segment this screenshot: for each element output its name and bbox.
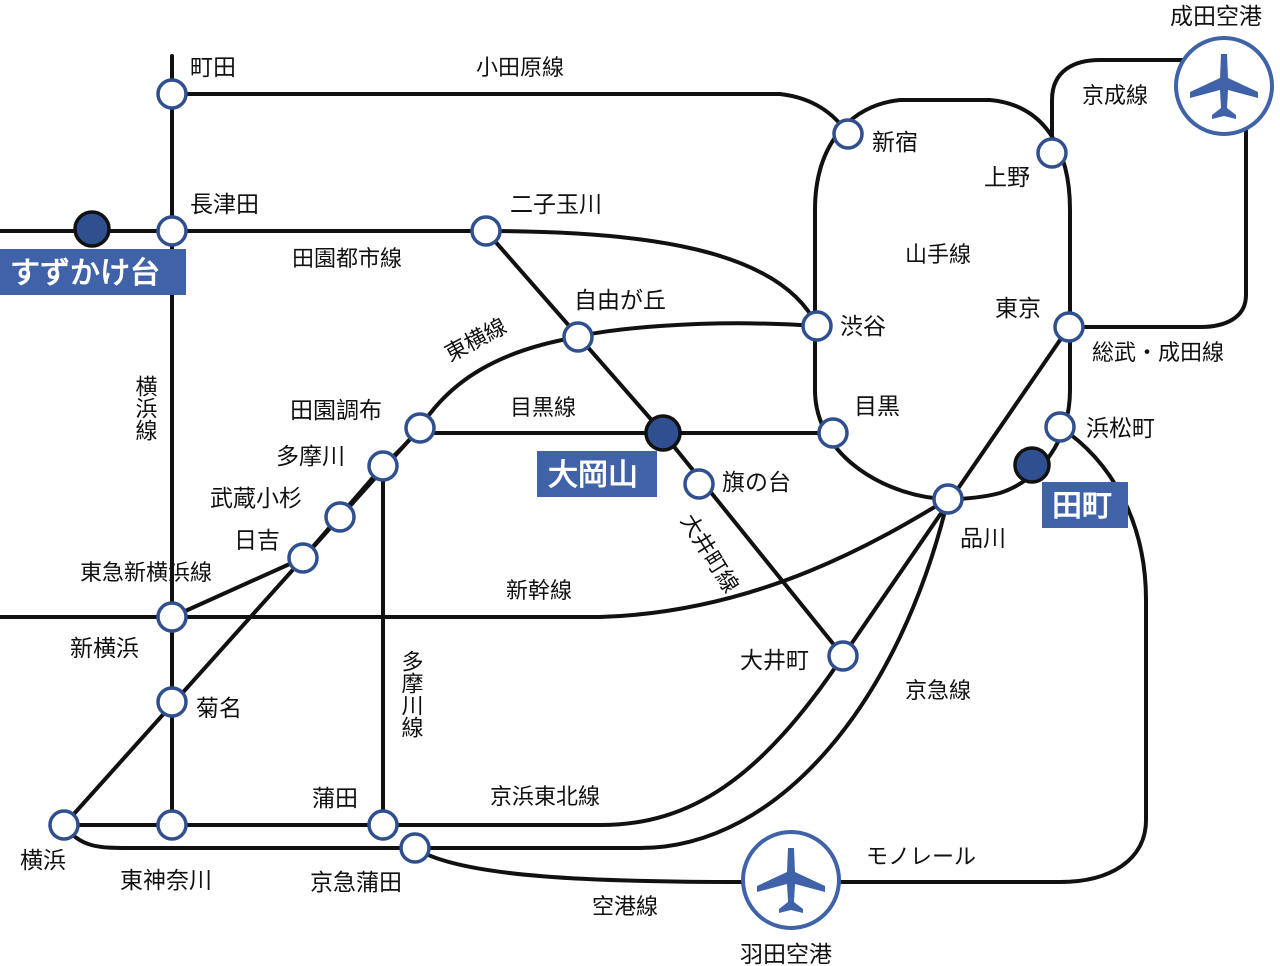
label-sobu: 総武・成田線 bbox=[1092, 341, 1224, 366]
station-kikuna[interactable] bbox=[156, 686, 188, 718]
label-meguro: 目黒 bbox=[854, 394, 900, 420]
label-shinyokohama: 新横浜 bbox=[70, 636, 139, 662]
label-shinjuku: 新宿 bbox=[872, 130, 918, 156]
station-shinagawa[interactable] bbox=[932, 483, 964, 515]
shinkansen-line bbox=[0, 497, 950, 619]
highlight-ookayama[interactable]: 大岡山 bbox=[537, 451, 657, 497]
station-shinjuku[interactable] bbox=[832, 118, 864, 150]
station-hamamatsucho[interactable] bbox=[1044, 411, 1076, 443]
label-odakyu: 小田原線 bbox=[476, 56, 564, 81]
label-haneda: 羽田空港 bbox=[740, 942, 832, 966]
label-tokyo: 東京 bbox=[995, 296, 1041, 322]
label-shinkansen: 新幹線 bbox=[506, 579, 572, 604]
station-yokohama[interactable] bbox=[48, 809, 80, 841]
station-shibuya[interactable] bbox=[801, 310, 833, 342]
station-higashikanagawa[interactable] bbox=[156, 809, 188, 841]
yokohama-to-kamata bbox=[62, 823, 417, 850]
label-ueno: 上野 bbox=[984, 165, 1030, 191]
station-futakotamagawa[interactable] bbox=[470, 215, 502, 247]
label-keihintohoku: 京浜東北線 bbox=[490, 785, 600, 810]
station-nagatsuta[interactable] bbox=[156, 215, 188, 247]
label-futakotamagawa: 二子玉川 bbox=[510, 192, 602, 218]
highlight-bg bbox=[537, 451, 657, 497]
label-narita: 成田空港 bbox=[1170, 4, 1262, 30]
station-tamagawa[interactable] bbox=[367, 450, 399, 482]
label-keikyu: 京急線 bbox=[905, 679, 971, 704]
label-shibuya: 渋谷 bbox=[840, 314, 886, 340]
label-denenchofu: 田園調布 bbox=[290, 398, 382, 424]
airplane-icon bbox=[757, 848, 825, 913]
station-labels: 町田 長津田 二子玉川 自由が丘 渋谷 新宿 上野 東京 浜松町 品川 目黒 旗… bbox=[20, 4, 1262, 966]
label-hamamatsucho: 浜松町 bbox=[1086, 416, 1155, 442]
label-yokohama-line: 横浜線 bbox=[132, 375, 158, 441]
label-yamanote: 山手線 bbox=[905, 243, 971, 268]
label-keikyukamata: 京急蒲田 bbox=[310, 870, 402, 896]
label-suzukakedai: すずかけ台 bbox=[10, 256, 160, 291]
label-hiyoshi: 日吉 bbox=[234, 528, 280, 554]
label-ookayama: 大岡山 bbox=[548, 458, 638, 493]
keikyu-line bbox=[413, 497, 950, 850]
station-kamata[interactable] bbox=[367, 809, 399, 841]
station-tokyo[interactable] bbox=[1053, 311, 1085, 343]
monorail-line bbox=[836, 425, 1148, 884]
odakyu-line bbox=[170, 92, 850, 136]
label-musashikosugi: 武蔵小杉 bbox=[210, 486, 302, 512]
station-shinyokohama[interactable] bbox=[156, 601, 188, 633]
station-tamachi[interactable] bbox=[1013, 446, 1051, 484]
label-ooimachi: 大井町 bbox=[740, 648, 809, 674]
label-tamachi: 田町 bbox=[1052, 489, 1112, 524]
station-musashikosugi[interactable] bbox=[324, 501, 356, 533]
station-jiyugaoka[interactable] bbox=[562, 321, 594, 353]
station-suzukakedai[interactable] bbox=[73, 210, 111, 248]
station-hiyoshi[interactable] bbox=[287, 542, 319, 574]
keihintohoku-line bbox=[62, 325, 1071, 827]
label-tokyu-shinyokohama: 東急新横浜線 bbox=[80, 561, 212, 586]
label-oimachi: 大井町線 bbox=[675, 510, 743, 598]
station-ooimachi[interactable] bbox=[827, 640, 859, 672]
station-ookayama[interactable] bbox=[644, 414, 682, 452]
highlight-tamachi[interactable]: 田町 bbox=[1042, 482, 1128, 528]
label-meguro: 目黒線 bbox=[510, 396, 576, 421]
airplane-icon bbox=[1190, 54, 1258, 119]
airport-line bbox=[413, 846, 747, 884]
denentoshi-line bbox=[0, 229, 819, 328]
label-airport: 空港線 bbox=[592, 895, 658, 920]
station-denenchofu[interactable] bbox=[404, 412, 436, 444]
station-hatanodai[interactable] bbox=[683, 468, 715, 500]
highlight-bg bbox=[1042, 482, 1128, 528]
label-tamagawa-line: 多摩川線 bbox=[398, 650, 424, 738]
airport-narita[interactable] bbox=[1174, 36, 1274, 136]
label-monorail: モノレール bbox=[866, 845, 976, 870]
label-yokohama: 横浜 bbox=[20, 848, 66, 874]
airport-haneda[interactable] bbox=[741, 830, 841, 930]
label-machida: 町田 bbox=[190, 55, 236, 81]
label-kikuna: 菊名 bbox=[196, 696, 242, 722]
stations bbox=[48, 78, 1085, 864]
label-keisei: 京成線 bbox=[1082, 84, 1148, 109]
label-tamagawa: 多摩川 bbox=[276, 444, 345, 470]
label-shinagawa: 品川 bbox=[960, 526, 1006, 552]
station-ueno[interactable] bbox=[1036, 137, 1068, 169]
station-machida[interactable] bbox=[156, 78, 188, 110]
label-denentoshi: 田園都市線 bbox=[292, 247, 402, 272]
label-jiyugaoka: 自由が丘 bbox=[574, 288, 666, 314]
station-meguro[interactable] bbox=[817, 417, 849, 449]
label-nagatsuta: 長津田 bbox=[190, 192, 259, 218]
label-hatanodai: 旗の台 bbox=[722, 470, 791, 496]
highlight-bg bbox=[0, 249, 186, 295]
label-higashikanagawa: 東神奈川 bbox=[120, 868, 212, 894]
highlight-suzukakedai[interactable]: すずかけ台 bbox=[0, 249, 186, 295]
station-keikyukamata[interactable] bbox=[399, 832, 431, 864]
label-kamata: 蒲田 bbox=[312, 786, 358, 812]
